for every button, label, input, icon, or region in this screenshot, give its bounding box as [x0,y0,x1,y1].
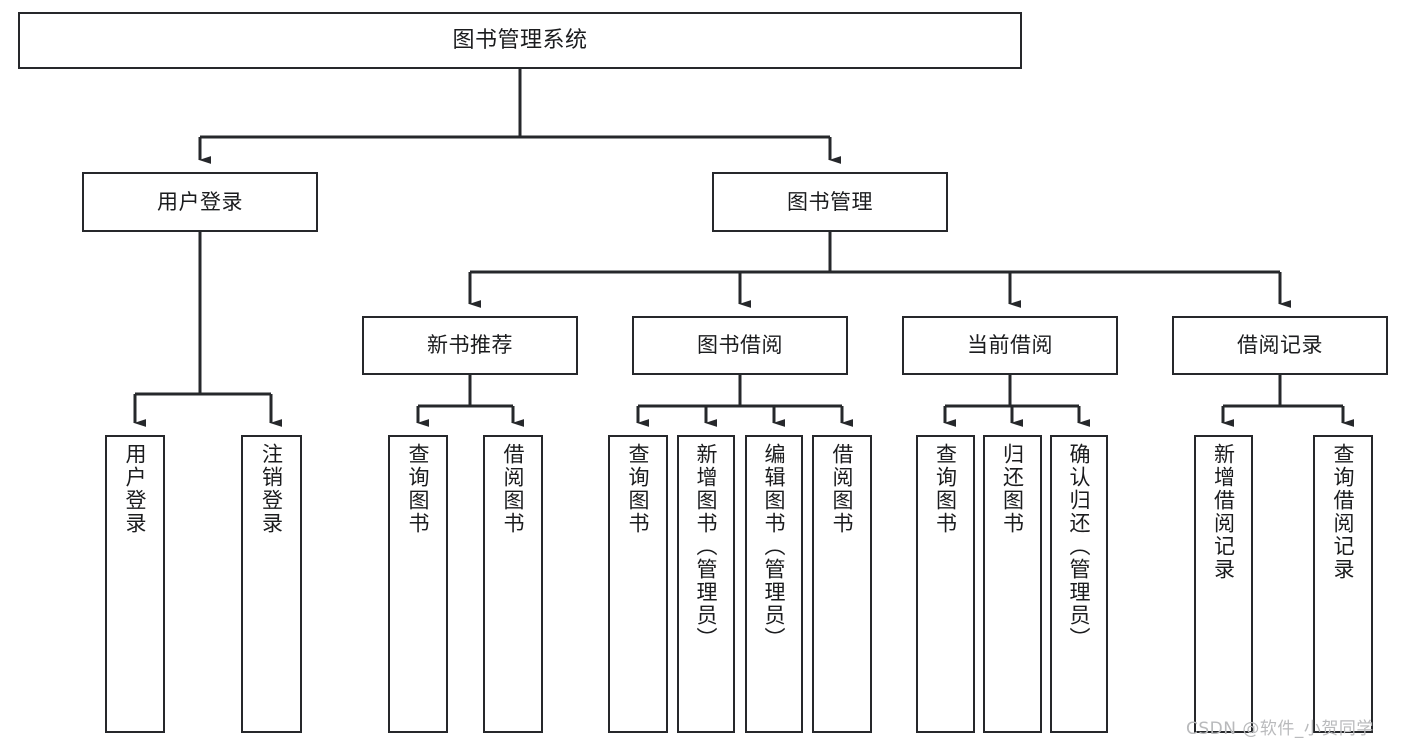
node-leaf-borrow-book-2[interactable]: 借阅图书 [812,435,872,733]
node-borrow-record-label: 借阅记录 [1237,333,1323,358]
node-borrow-record[interactable]: 借阅记录 [1172,316,1388,375]
node-leaf-borrow-book-1[interactable]: 借阅图书 [483,435,543,733]
node-leaf-borrow-book-1-label: 借阅图书 [501,443,526,535]
node-leaf-add-borrow-record-label: 新增借阅记录 [1211,443,1236,581]
node-user-login[interactable]: 用户登录 [82,172,318,232]
node-leaf-query-borrow-record-label: 查询借阅记录 [1331,443,1356,581]
node-leaf-edit-book-admin[interactable]: 编辑图书（管理员） [745,435,803,733]
node-leaf-query-book-2-label: 查询图书 [626,443,651,535]
node-leaf-return-book[interactable]: 归还图书 [983,435,1042,733]
node-leaf-user-login[interactable]: 用户登录 [105,435,165,733]
node-leaf-query-book-2[interactable]: 查询图书 [608,435,668,733]
node-book-management-label: 图书管理 [787,189,873,214]
node-leaf-query-borrow-record[interactable]: 查询借阅记录 [1313,435,1373,733]
node-leaf-user-login-label: 用户登录 [123,443,148,535]
node-leaf-query-book-3[interactable]: 查询图书 [916,435,975,733]
node-leaf-query-book-3-label: 查询图书 [933,443,958,535]
node-book-borrow-label: 图书借阅 [697,333,783,358]
node-leaf-add-book-admin-label: 新增图书（管理员） [694,443,719,650]
node-root-label: 图书管理系统 [452,27,588,53]
node-user-login-label: 用户登录 [157,189,243,214]
node-root[interactable]: 图书管理系统 [18,12,1022,69]
node-leaf-confirm-return-admin[interactable]: 确认归还（管理员） [1050,435,1108,733]
node-leaf-query-book-1-label: 查询图书 [406,443,431,535]
node-leaf-confirm-return-admin-label: 确认归还（管理员） [1067,443,1092,650]
node-leaf-borrow-book-2-label: 借阅图书 [830,443,855,535]
node-leaf-add-book-admin[interactable]: 新增图书（管理员） [677,435,735,733]
node-leaf-edit-book-admin-label: 编辑图书（管理员） [762,443,787,650]
watermark: CSDN @软件_小贺同学 [1186,719,1374,739]
node-new-book-recommend-label: 新书推荐 [427,333,513,358]
node-leaf-user-logout[interactable]: 注销登录 [241,435,302,733]
node-new-book-recommend[interactable]: 新书推荐 [362,316,578,375]
node-current-borrow-label: 当前借阅 [967,333,1053,358]
node-book-management[interactable]: 图书管理 [712,172,948,232]
node-leaf-user-logout-label: 注销登录 [259,443,284,535]
node-book-borrow[interactable]: 图书借阅 [632,316,848,375]
node-leaf-query-book-1[interactable]: 查询图书 [388,435,448,733]
node-current-borrow[interactable]: 当前借阅 [902,316,1118,375]
node-leaf-add-borrow-record[interactable]: 新增借阅记录 [1194,435,1253,733]
node-leaf-return-book-label: 归还图书 [1000,443,1025,535]
